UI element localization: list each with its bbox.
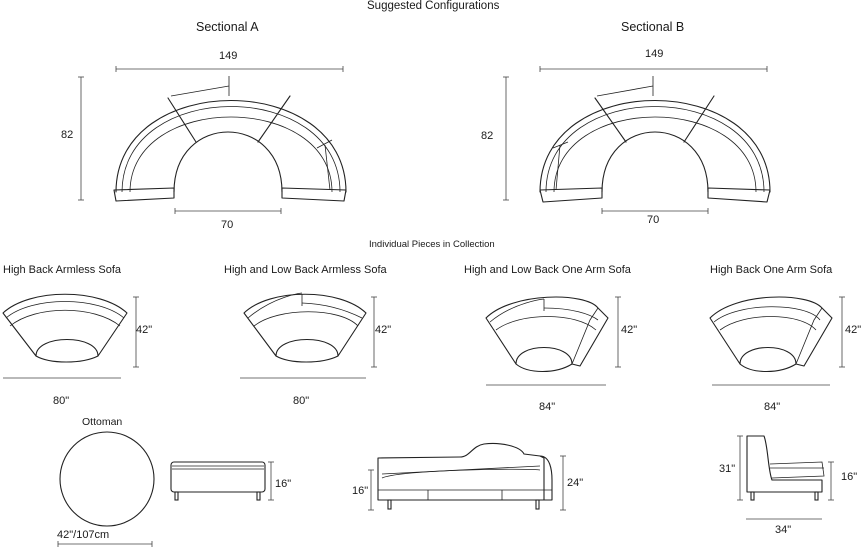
ottoman-diameter: 42"/107cm — [57, 529, 110, 541]
piece-3-height: 42" — [621, 324, 638, 336]
sectional-a-inner: 70 — [221, 219, 234, 231]
sectional-b-width: 149 — [645, 48, 664, 60]
piece-1-name: High Back Armless Sofa — [3, 264, 121, 276]
sectional-b-title: Sectional B — [621, 20, 685, 34]
ottoman-height: 16" — [275, 478, 292, 490]
sectional-b-inner: 70 — [647, 214, 660, 226]
piece-2-width: 80" — [293, 395, 310, 407]
piece-3-width: 84" — [539, 401, 556, 413]
ottoman-title: Ottoman — [82, 416, 123, 428]
sectional-a-depth: 82 — [61, 129, 74, 141]
piece-4-name: High Back One Arm Sofa — [710, 264, 833, 276]
chair-side-drawing — [737, 435, 834, 520]
sofa-side-drawing — [368, 442, 566, 511]
piece-2-height: 42" — [375, 324, 392, 336]
chair-seat-height: 16" — [841, 471, 858, 483]
sectional-a-title: Sectional A — [196, 20, 259, 34]
piece-4-width: 84" — [764, 401, 781, 413]
sectional-a-width: 149 — [219, 50, 238, 62]
sectional-a-drawing — [78, 66, 347, 214]
sectional-b-depth: 82 — [481, 130, 494, 142]
ottoman-drawing — [57, 431, 274, 547]
piece-2-drawing — [240, 292, 377, 379]
sofa-back-height: 24" — [567, 477, 584, 489]
chair-back-height: 31" — [719, 463, 736, 475]
pieces-heading: Individual Pieces in Collection — [369, 239, 495, 250]
piece-3-drawing — [485, 296, 621, 386]
piece-4-drawing — [709, 296, 845, 386]
piece-3-name: High and Low Back One Arm Sofa — [464, 264, 631, 276]
sectional-b-drawing — [503, 66, 771, 214]
chair-depth: 34" — [775, 524, 792, 536]
piece-1-width: 80" — [53, 395, 70, 407]
sofa-seat-height: 16" — [352, 485, 369, 497]
piece-2-name: High and Low Back Armless Sofa — [224, 264, 387, 276]
piece-4-height: 42" — [845, 324, 861, 336]
piece-1-drawing — [2, 293, 139, 379]
piece-1-height: 42" — [136, 324, 153, 336]
page-heading: Suggested Configurations — [367, 0, 500, 12]
